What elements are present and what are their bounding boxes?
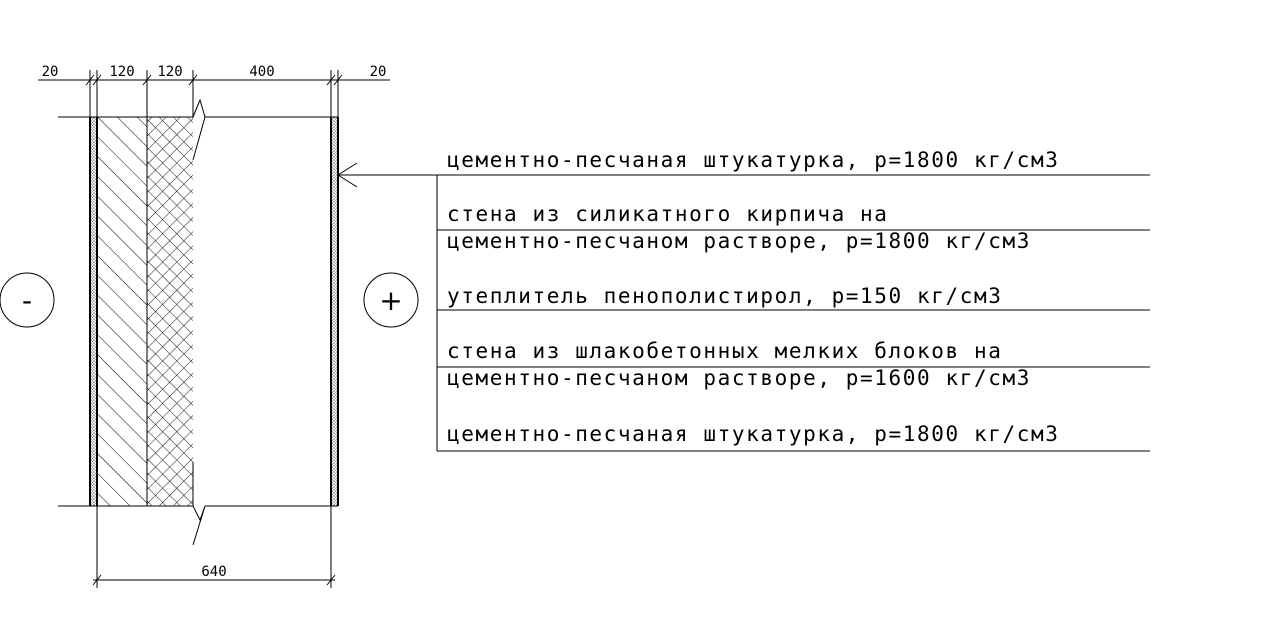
callout-label: цементно-песчаная штукатурка, р=1800 кг/… xyxy=(447,148,1059,172)
break-line-bottom xyxy=(192,462,206,546)
callout-label: стена из шлакобетонных мелких блоков на xyxy=(447,339,1002,363)
dim-label-plaster-inner: 20 xyxy=(370,64,387,80)
callout-label: цементно-песчаном растворе, р=1600 кг/см… xyxy=(447,366,1031,390)
dim-label-block: 400 xyxy=(249,64,274,80)
bottom-dimension: 640 xyxy=(92,506,336,588)
callout-label: стена из силикатного кирпича на xyxy=(447,202,889,226)
break-line-top xyxy=(192,84,206,161)
dim-label-plaster-outer: 20 xyxy=(42,64,59,80)
leader-arrow xyxy=(337,174,358,188)
outer-plaster-layer xyxy=(90,117,97,506)
circle-icon xyxy=(363,272,419,328)
dimension-tick xyxy=(333,74,343,86)
inner-plaster-layer xyxy=(331,117,338,506)
dimension-tick xyxy=(326,74,336,86)
minus-sign: - xyxy=(22,284,32,317)
leader-arrow xyxy=(337,162,358,176)
dimension-tick xyxy=(85,74,95,86)
wall-section xyxy=(58,84,339,546)
dim-label-total: 640 xyxy=(201,564,226,580)
callout-label: цементно-песчаном растворе, р=1800 кг/см… xyxy=(447,229,1031,253)
brick-layer xyxy=(97,117,147,506)
dimension-tick xyxy=(92,574,102,586)
dimension-tick xyxy=(142,74,152,86)
outside-marker: - xyxy=(0,272,55,328)
top-dimension-chain: 20 120 120 400 20 xyxy=(38,64,390,118)
callout-label: цементно-песчаная штукатурка, р=1800 кг/… xyxy=(447,422,1059,446)
circle-icon xyxy=(0,272,55,328)
dimension-tick xyxy=(188,74,198,86)
insulation-layer xyxy=(147,117,193,506)
dimension-tick xyxy=(326,574,336,586)
dimension-tick xyxy=(92,74,102,86)
dim-label-insulation: 120 xyxy=(157,64,182,80)
callout-block: цементно-песчаная штукатурка, р=1800 кг/… xyxy=(337,148,1150,452)
plus-sign: + xyxy=(379,284,402,317)
callout-label: утеплитель пенополистирол, р=150 кг/см3 xyxy=(447,284,1002,308)
inside-marker: + xyxy=(363,272,419,328)
dim-label-brick: 120 xyxy=(109,64,134,80)
